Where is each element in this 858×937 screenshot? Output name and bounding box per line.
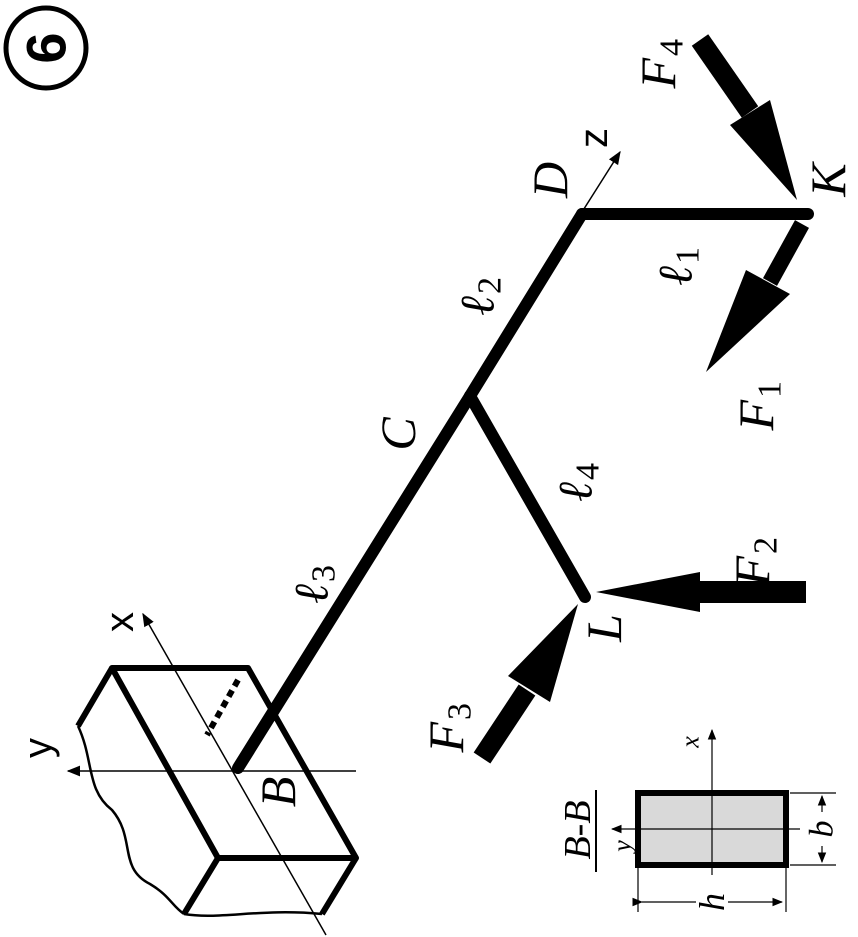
svg-text:3: 3	[306, 565, 343, 582]
member-l2	[464, 208, 588, 402]
svg-text:F: F	[630, 58, 686, 90]
fixed-support-block	[75, 665, 359, 917]
force-f3-arrow	[473, 604, 578, 764]
force-f4-label: F 4	[630, 39, 691, 90]
svg-text:4: 4	[570, 463, 607, 480]
x-axis: x	[98, 612, 327, 936]
problem-number: 6	[15, 32, 78, 63]
force-f2-arrow	[596, 572, 806, 612]
svg-text:ℓ: ℓ	[452, 296, 505, 316]
svg-text:3: 3	[442, 703, 479, 720]
member-l4	[464, 390, 591, 603]
svg-text:4: 4	[654, 39, 691, 56]
problem-number-badge: 6	[3, 5, 89, 91]
segment-l1-label: ℓ 1	[650, 247, 707, 286]
section-h-label: h	[692, 893, 732, 911]
svg-text:2: 2	[748, 537, 785, 554]
section-y-label: y	[608, 840, 637, 855]
svg-text:1: 1	[752, 381, 789, 398]
y-axis-label: y	[16, 738, 60, 758]
x-axis-dotted-hidden	[204, 678, 241, 737]
x-axis-label: x	[98, 612, 142, 632]
svg-text:F: F	[728, 400, 784, 432]
point-b-label: B	[250, 777, 306, 808]
svg-text:1: 1	[670, 247, 707, 264]
section-x-label: x	[676, 736, 705, 749]
point-l-label: L	[576, 614, 632, 643]
z-axis-label: z	[572, 128, 616, 148]
svg-text:ℓ: ℓ	[650, 266, 703, 286]
segment-l2-label: ℓ 2	[452, 277, 509, 316]
cross-section-bb: x y B-B h b	[557, 728, 841, 912]
section-b-label: b	[804, 821, 841, 838]
member-l3	[232, 390, 476, 774]
force-f3-label: F 3	[418, 703, 479, 754]
force-f1-label: F 1	[728, 381, 789, 432]
y-axis: y	[16, 738, 356, 777]
z-axis: z	[572, 128, 621, 213]
force-f2-label: F 2	[724, 537, 785, 588]
svg-text:ℓ: ℓ	[550, 482, 603, 502]
point-c-label: C	[370, 417, 426, 451]
frame	[232, 208, 814, 774]
svg-text:2: 2	[472, 277, 509, 294]
svg-text:F: F	[418, 722, 474, 754]
force-f4-arrow	[691, 34, 797, 200]
svg-text:F: F	[724, 556, 780, 588]
point-k-label: K	[800, 161, 856, 198]
segment-l4-label: ℓ 4	[550, 463, 607, 502]
segment-l3-label: ℓ 3	[286, 565, 343, 604]
svg-text:ℓ: ℓ	[286, 584, 339, 604]
point-d-label: D	[522, 162, 578, 199]
section-title: B-B	[557, 800, 599, 859]
force-f1-arrow	[706, 220, 810, 372]
